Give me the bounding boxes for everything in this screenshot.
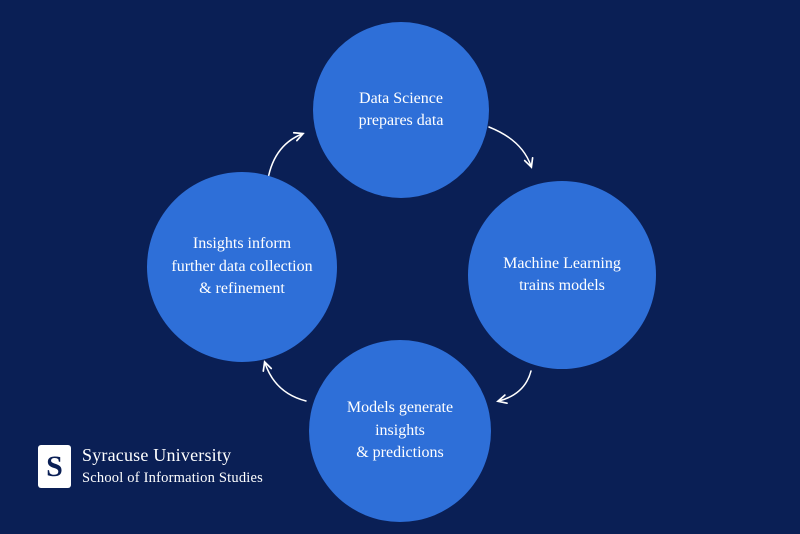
logo-institution-name: Syracuse University [82,445,232,465]
step-circle-models: Models generate insights & predictions [309,340,491,522]
step-label-models: Models generate insights & predictions [346,399,454,462]
step-circle-machine-learning: Machine Learning trains models [468,181,656,369]
syracuse-logo-text: Syracuse University School of Informatio… [82,445,263,487]
logo-school-name: School of Information Studies [82,469,263,486]
syracuse-s-logo-icon: S [38,445,71,488]
step-label-data-science: Data Science prepares data [358,89,444,129]
step-label-insights: Insights inform further data collection … [171,235,313,298]
step-circle-insights: Insights inform further data collection … [147,172,337,362]
arrow-top-to-right-icon [488,126,531,166]
step-circle-data-science: Data Science prepares data [313,22,489,198]
arrow-right-to-bottom-icon [499,370,532,401]
syracuse-logo: S Syracuse University School of Informat… [38,445,263,488]
step-label-machine-learning: Machine Learning trains models [503,254,621,294]
arrow-bottom-to-left-icon [265,363,307,402]
